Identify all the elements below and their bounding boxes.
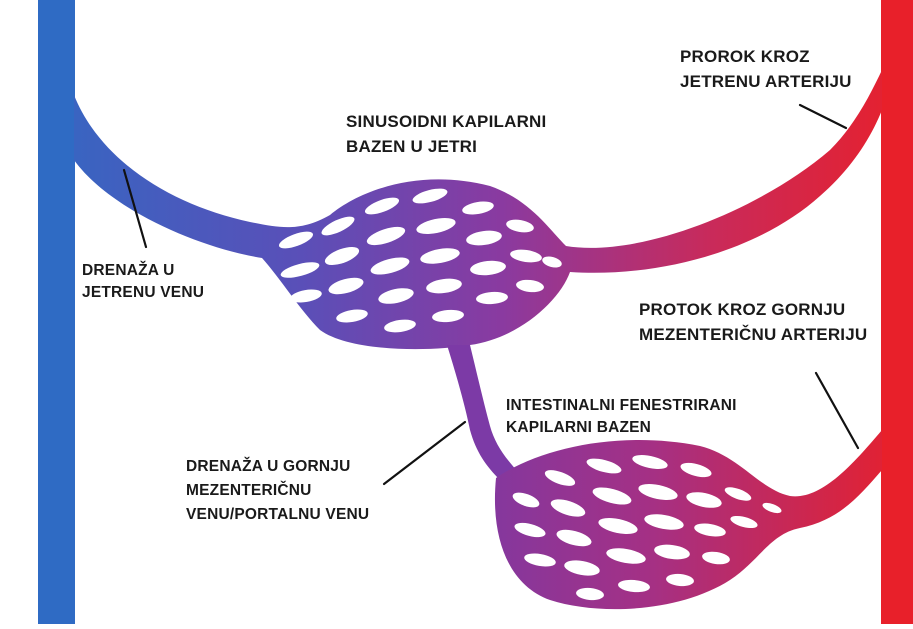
leader-line-mesenteric-artery (814, 371, 860, 450)
aorta-vessel (881, 0, 913, 624)
label-hepatic-artery: PROROK KROZ JETRENU ARTERIJU (680, 47, 852, 91)
leader-line-hepatic-artery (798, 103, 848, 130)
portal-vein-vessel (447, 345, 520, 480)
sinusoid-capillary-holes (278, 188, 562, 333)
label-intestinal-bed: INTESTINALNI FENESTRIRANI KAPILARNI BAZE… (506, 397, 737, 436)
label-sinusoid-bed: SINUSOIDNI KAPILARNI BAZEN U JETRI (346, 112, 547, 156)
label-portal-vein-drainage: DRENAŽA U GORNJU MEZENTERIČNU VENU/PORTA… (186, 458, 370, 523)
leader-line-portal-vein (382, 420, 467, 486)
label-mesenteric-artery: PROTOK KROZ GORNJU MEZENTERIČNU ARTERIJU (639, 300, 868, 344)
label-hepatic-vein-drainage: DRENAŽA U JETRENU VENU (82, 262, 205, 301)
leader-line-hepatic-vein (122, 168, 148, 249)
hepatic-vein-vessel (38, 0, 75, 624)
intestinal-capillary-holes (512, 455, 782, 601)
